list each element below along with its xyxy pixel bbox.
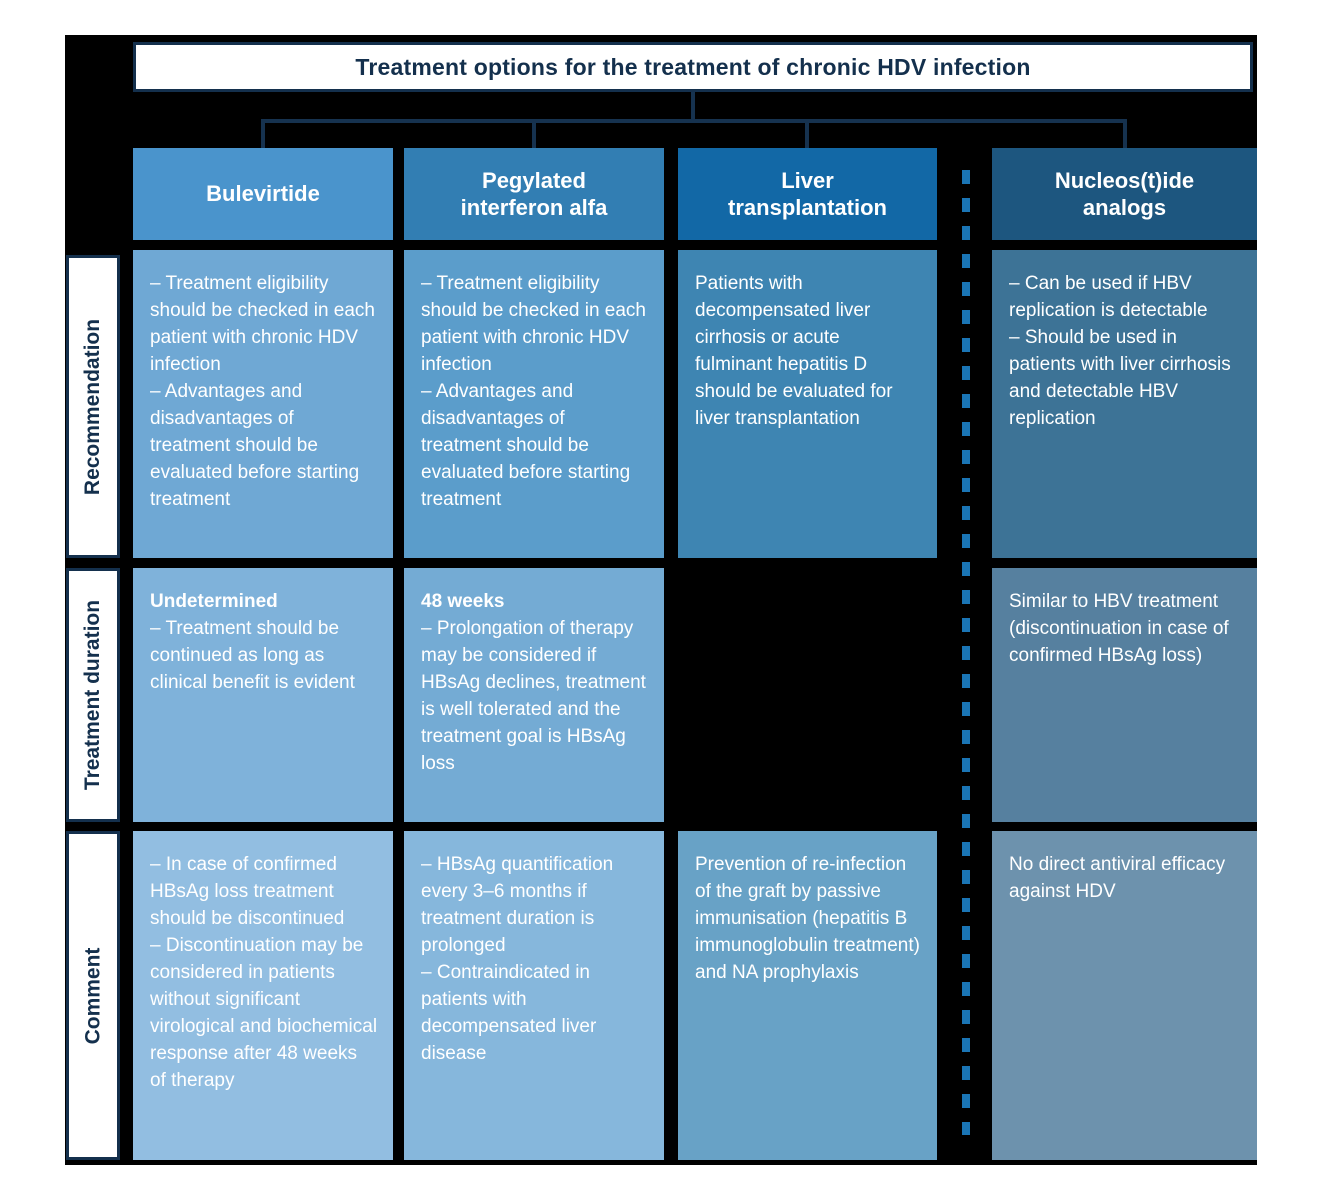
connector-drop-3 (805, 119, 809, 149)
cell-nucleostide-comment: No direct antiviral efficacy against HDV (992, 831, 1257, 1160)
cell-nucleostide-duration: Similar to HBV treatment (discontinuatio… (992, 568, 1257, 822)
cell-text: – Prolongation of therapy may be conside… (421, 617, 646, 774)
cell-text: – In case of confirmed HBsAg loss treatm… (150, 854, 378, 1091)
connector-trunk (691, 92, 695, 121)
cell-bulevirtide-duration: Undetermined – Treatment should be conti… (133, 568, 393, 822)
cell-nucleostide-recommendation: – Can be used if HBV replication is dete… (992, 250, 1257, 558)
cell-text: Patients with decompensated liver cirrho… (695, 273, 893, 429)
cell-text: – Treatment eligibility should be checke… (421, 273, 646, 510)
row-label-comment: Comment (66, 831, 120, 1160)
cell-text: – HBsAg quantification every 3–6 months … (421, 854, 614, 1064)
column-header-bulevirtide: Bulevirtide (133, 148, 393, 240)
cell-lead-text: 48 weeks (421, 591, 505, 612)
row-label-text: Comment (81, 947, 104, 1044)
connector-drop-4 (1123, 119, 1127, 149)
cell-text: Similar to HBV treatment (discontinuatio… (1009, 591, 1229, 666)
cell-lead-text: Undetermined (150, 591, 278, 612)
cell-text: – Treatment should be continued as long … (150, 617, 355, 693)
column-header-liver-transplantation: Liver transplantation (678, 148, 937, 240)
column-header-nucleostide-analogs: Nucleos(t)ide analogs (992, 148, 1257, 240)
cell-text: – Treatment eligibility should be checke… (150, 273, 375, 510)
cell-liver-transplantation-comment: Prevention of re-infection of the graft … (678, 831, 937, 1160)
connector-rail (261, 119, 1127, 123)
cell-text: – Can be used if HBV replication is dete… (1009, 273, 1231, 429)
cell-peg-interferon-comment: – HBsAg quantification every 3–6 months … (404, 831, 664, 1160)
connector-drop-2 (532, 119, 536, 149)
row-label-text: Recommendation (81, 318, 105, 495)
title-bar: Treatment options for the treatment of c… (133, 42, 1253, 92)
cell-peg-interferon-recommendation: – Treatment eligibility should be checke… (404, 250, 664, 558)
row-label-treatment-duration: Treatment duration (66, 568, 120, 822)
cell-text: No direct antiviral efficacy against HDV (1009, 854, 1226, 902)
cell-liver-transplantation-recommendation: Patients with decompensated liver cirrho… (678, 250, 937, 558)
page-title: Treatment options for the treatment of c… (355, 53, 1031, 80)
dashed-divider (962, 170, 970, 1135)
cell-text: Prevention of re-infection of the graft … (695, 854, 920, 983)
cell-peg-interferon-duration: 48 weeks – Prolongation of therapy may b… (404, 568, 664, 822)
row-label-text: Treatment duration (81, 599, 105, 791)
row-label-recommendation: Recommendation (66, 255, 120, 558)
column-header-peg-interferon: Pegylated interferon alfa (404, 148, 664, 240)
cell-bulevirtide-comment: – In case of confirmed HBsAg loss treatm… (133, 831, 393, 1160)
cell-bulevirtide-recommendation: – Treatment eligibility should be checke… (133, 250, 393, 558)
connector-drop-1 (261, 119, 265, 149)
